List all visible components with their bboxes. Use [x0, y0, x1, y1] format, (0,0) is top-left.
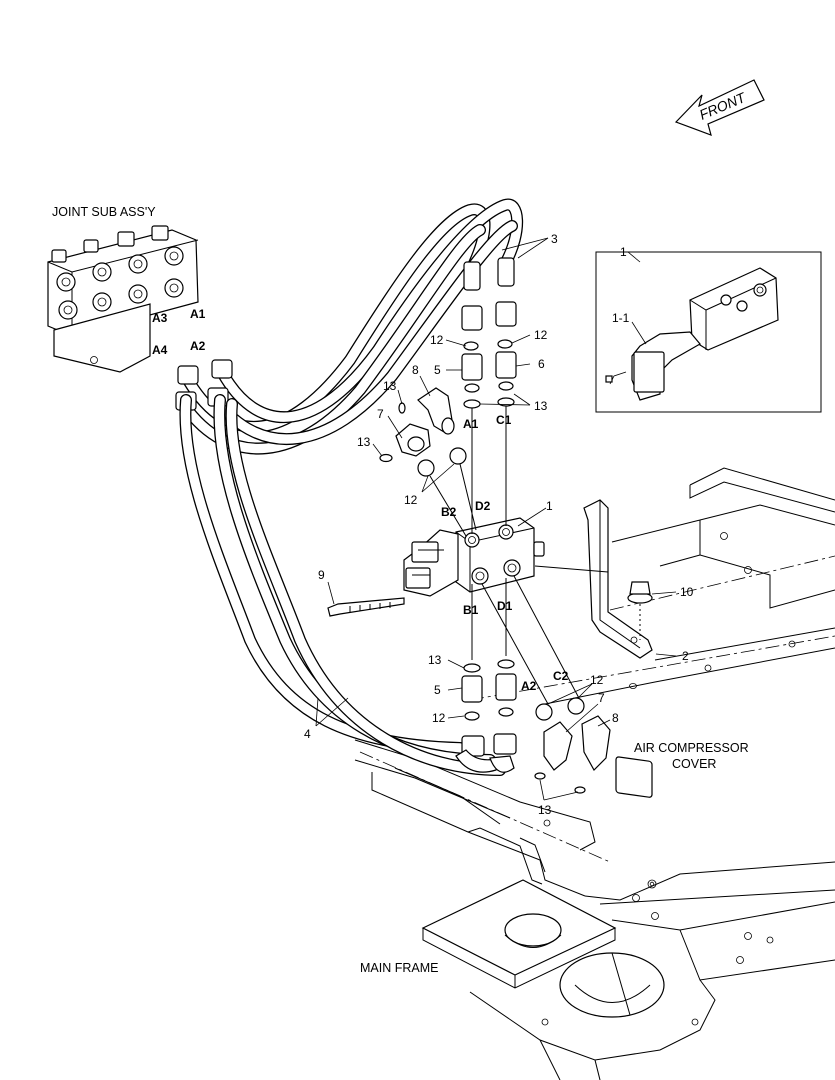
callout-elbow-8-top: 8 [412, 363, 419, 377]
port-code-joint-a3: A3 [152, 311, 168, 325]
port-codes: A3 A1 A4 A2 A1 C1 B2 D2 B1 D1 A2 C2 [152, 307, 569, 693]
callout-adapter-5-top: 5 [434, 363, 441, 377]
callout-valve-1: 1 [546, 499, 553, 513]
port-code-valve-d2: D2 [475, 499, 491, 513]
callout-elbow-8-low: 8 [612, 711, 619, 725]
callout-oring-12-right-top: 12 [534, 328, 548, 342]
lower-fittings [461, 575, 611, 794]
callout-hose-4: 4 [304, 727, 311, 741]
callout-oring-13-bottom: 13 [538, 803, 552, 817]
callout-adapter-6: 6 [538, 357, 545, 371]
front-arrow: FRONT [674, 79, 765, 136]
bolt-9 [327, 597, 405, 617]
port-code-joint-a4: A4 [152, 343, 168, 357]
callout-bolt-10: 10 [680, 585, 694, 599]
joint-sub-assembly [47, 225, 199, 373]
callout-oring-13-top-right: 13 [534, 399, 548, 413]
callout-oring-12-left-top: 12 [430, 333, 444, 347]
joint-sub-assy-label: JOINT SUB ASS'Y [52, 205, 156, 219]
callout-oring-12-low-left: 12 [432, 711, 446, 725]
hose-assembly-4 [179, 394, 517, 776]
port-code-valve-d1: D1 [497, 599, 513, 613]
air-compressor-cover-block [615, 756, 653, 798]
callout-elbow-7-low: 7 [598, 691, 605, 705]
port-code-lower-a2: A2 [521, 679, 537, 693]
bolt-10 [627, 581, 653, 640]
callout-elbow-7-top: 7 [377, 407, 384, 421]
assembly-labels: JOINT SUB ASS'Y AIR COMPRESSOR COVER MAI… [52, 205, 749, 975]
main-frame-structure [354, 467, 835, 1080]
upper-fittings [379, 339, 517, 537]
port-code-joint-a1: A1 [190, 307, 206, 321]
inset-detail-box [595, 251, 822, 413]
solenoid-valve [403, 517, 545, 597]
callout-oring-13-top-left: 13 [383, 379, 397, 393]
port-code-valve-b2: B2 [441, 505, 457, 519]
port-code-valve-c1: C1 [496, 413, 512, 427]
callout-adapter-5-low: 5 [434, 683, 441, 697]
callout-inset-1-1: 1-1 [612, 311, 630, 325]
port-code-valve-b1: B1 [463, 603, 479, 617]
callout-inset-1: 1 [620, 245, 627, 259]
callout-oring-13-mid-left: 13 [357, 435, 371, 449]
main-frame-label: MAIN FRAME [360, 961, 438, 975]
callout-bracket-2: 2 [682, 649, 689, 663]
air-compressor-cover-label-2: COVER [672, 757, 716, 771]
callout-hose-3: 3 [551, 232, 558, 246]
port-code-valve-a1: A1 [463, 417, 479, 431]
callout-oring-13-low: 13 [428, 653, 442, 667]
leader-lines [315, 237, 677, 801]
callout-oring-12-mid: 12 [404, 493, 418, 507]
port-code-joint-a2: A2 [190, 339, 206, 353]
callout-oring-12-low-right: 12 [590, 673, 604, 687]
callout-bolt-9: 9 [318, 568, 325, 582]
callout-numbers: 3 1 1-1 12 12 5 6 8 13 13 7 13 12 1 9 10… [304, 232, 694, 817]
port-code-lower-c2: C2 [553, 669, 569, 683]
air-compressor-cover-label-1: AIR COMPRESSOR [634, 741, 749, 755]
bracket [534, 499, 653, 798]
